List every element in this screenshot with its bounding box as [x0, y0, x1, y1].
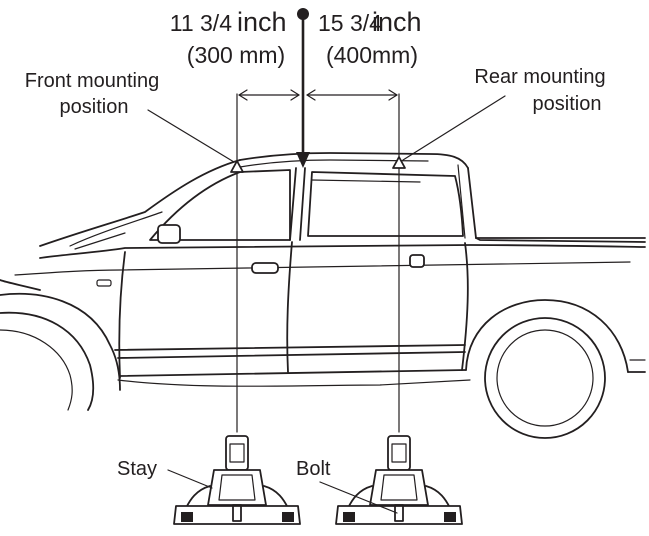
sill-line-2 [117, 351, 466, 359]
rear-rack-foot [335, 435, 463, 525]
front-dimension-unit: inch [237, 7, 287, 37]
b-pillar-front [289, 167, 297, 241]
rear-mounting-marker-icon [392, 156, 406, 169]
rear-door-trailing-edge [461, 242, 469, 371]
front-foot-body [207, 469, 267, 506]
front-mounting-label: Front mounting position [25, 70, 160, 118]
hood-windshield-line [39, 159, 241, 247]
reference-dot-icon [297, 8, 309, 20]
rear-dimension-label: 15 3/4 inch (400mm) [318, 7, 422, 68]
rear-foot-upper-inset [391, 443, 407, 463]
rear-mounting-leader-line [402, 95, 506, 161]
rear-tire-outer [484, 317, 606, 439]
sill-line-1 [114, 344, 466, 351]
roof-inner-line [239, 159, 429, 168]
rear-foot-pad-left [343, 512, 355, 522]
rear-foot-inner [380, 474, 418, 501]
svg-text:11 3/4: 11 3/4 [170, 10, 232, 36]
body-crease-line [14, 261, 631, 276]
front-mounting-label-line2: position [60, 96, 129, 118]
door-split-line [286, 241, 293, 373]
front-foot-pad-left [181, 512, 193, 522]
front-door-handle [251, 262, 279, 274]
front-dimension-value: 11 3/4 [170, 10, 232, 36]
side-marker-light [96, 279, 112, 287]
wiper-line [74, 232, 126, 250]
rear-arrowhead-left [306, 89, 316, 101]
front-tire-outer [0, 311, 95, 411]
rear-mounting-label-line1: Rear mounting [474, 66, 605, 88]
rear-foot-pad [335, 505, 463, 525]
rear-window-edge [457, 164, 466, 239]
rear-dimension-value: 15 3/4 [318, 10, 382, 36]
hood-crease [69, 211, 163, 247]
front-arrowhead-right [290, 89, 300, 101]
b-pillar-rear [299, 167, 306, 241]
bolt-leader-line [319, 481, 398, 514]
front-foot-upper-inset [229, 443, 245, 463]
roof-line [239, 152, 469, 169]
front-mounting-marker-icon [230, 160, 244, 173]
rear-dimension-unit: inch [372, 7, 422, 37]
bed-top [475, 237, 646, 243]
rear-door-handle [409, 254, 425, 268]
bolt-label: Bolt [296, 458, 331, 480]
front-mounting-leader-line [147, 109, 235, 163]
front-door-leading-edge [118, 251, 126, 379]
rear-window-inner [311, 179, 421, 183]
beltline [39, 244, 646, 259]
rear-arrowhead-right [388, 89, 398, 101]
stay-label: Stay [117, 458, 157, 480]
front-foot-pad-right [282, 512, 294, 522]
front-tire-inner [0, 329, 73, 411]
center-reference-pointer [296, 8, 310, 168]
vehicle-outline [0, 152, 646, 439]
rocker-panel-bottom [119, 369, 467, 377]
front-foot-pad [173, 505, 301, 525]
rear-cab-pillar [467, 167, 477, 239]
front-dimension-label: 11 3/4 inch (300 mm) [170, 7, 287, 68]
side-mirror [157, 224, 181, 244]
front-fender-top [0, 279, 41, 291]
rear-wheel-arch [465, 299, 629, 373]
rear-mounting-label-line2: position [533, 93, 602, 115]
front-arrowhead-left [238, 89, 248, 101]
rear-foot-pad-right [444, 512, 456, 522]
svg-text:15 3/4: 15 3/4 [318, 10, 382, 36]
underbody-line [117, 379, 471, 387]
rear-foot-body [369, 469, 429, 506]
dimension-lines [236, 89, 400, 433]
rear-tire-inner [496, 329, 594, 427]
front-mounting-label-line1: Front mounting [25, 70, 160, 92]
front-dimension-metric: (300 mm) [187, 42, 285, 68]
rear-door-window [307, 171, 464, 237]
front-foot-inner [218, 474, 256, 501]
svg-text:inch: inch [372, 7, 422, 37]
stay-leader-line [167, 469, 213, 489]
front-foot-upper-block [225, 435, 249, 471]
rear-mounting-label: Rear mounting position [474, 66, 605, 115]
front-wheel-arch [0, 292, 121, 391]
front-rack-foot [173, 435, 301, 525]
rear-foot-bolt-icon [394, 504, 404, 522]
svg-text:inch: inch [237, 7, 287, 37]
rear-dimension-metric: (400mm) [326, 42, 418, 68]
rear-foot-upper-block [387, 435, 411, 471]
front-foot-bolt-icon [232, 504, 242, 522]
